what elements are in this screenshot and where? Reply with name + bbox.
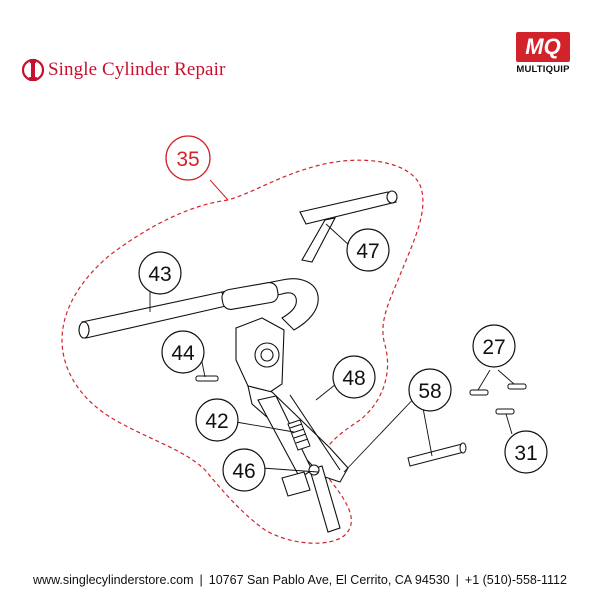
multiquip-logo: MQ MULTIQUIP (507, 32, 579, 75)
callout-48: 48 (332, 355, 376, 399)
callout-58-label: 58 (418, 380, 441, 403)
callout-27: 27 (472, 324, 516, 368)
callout-42-label: 42 (205, 410, 228, 433)
mq-logo-mark: MQ (516, 32, 570, 62)
brand-name: Single Cylinder Repair (48, 59, 226, 80)
part-27-pins (469, 383, 527, 396)
callout-31-label: 31 (514, 442, 537, 465)
callout-44-label: 44 (171, 342, 195, 365)
footer-separator: | (455, 573, 459, 587)
assembly-boundary (61, 159, 424, 544)
part-handle-grip (221, 278, 319, 331)
callout-35-label: 35 (176, 148, 199, 171)
cylinder-logo-icon (22, 58, 44, 82)
callout-43: 43 (138, 251, 182, 295)
footer-website-link[interactable]: www.singlecylinderstore.com (33, 573, 194, 587)
part-44-pin (195, 375, 219, 382)
part-43-handle-tube (78, 291, 227, 339)
callout-42: 42 (195, 398, 239, 442)
callout-35-circle (165, 135, 211, 181)
callout-58: 58 (408, 368, 452, 412)
callout-35: 35 (165, 135, 211, 181)
callout-46-label: 46 (232, 460, 255, 483)
callout-46: 46 (222, 448, 266, 492)
callout-44: 44 (161, 330, 205, 374)
assembly-leader-line (209, 179, 229, 201)
part-47-top-tube (299, 190, 398, 263)
part-42-spring (287, 419, 311, 451)
multiquip-wordmark: MULTIQUIP (516, 64, 570, 75)
footer-address: 10767 San Pablo Ave, El Cerrito, CA 9453… (208, 573, 450, 587)
footer-phone: +1 (510)-558-1112 (464, 573, 567, 587)
callout-31: 31 (504, 430, 548, 474)
callout-47-label: 47 (356, 240, 379, 263)
callout-47: 47 (346, 228, 390, 272)
part-58-rod (407, 442, 467, 467)
brand-header: Single Cylinder Repair (22, 56, 225, 84)
footer-separator: | (199, 573, 203, 587)
part-31-pin (495, 408, 515, 415)
callout-43-label: 43 (148, 263, 171, 286)
part-lower-rod (281, 464, 341, 533)
footer-contact: www.singlecylinderstore.com | 10767 San Pa… (0, 573, 600, 587)
callout-48-label: 48 (342, 367, 365, 390)
callout-27-label: 27 (482, 336, 505, 359)
